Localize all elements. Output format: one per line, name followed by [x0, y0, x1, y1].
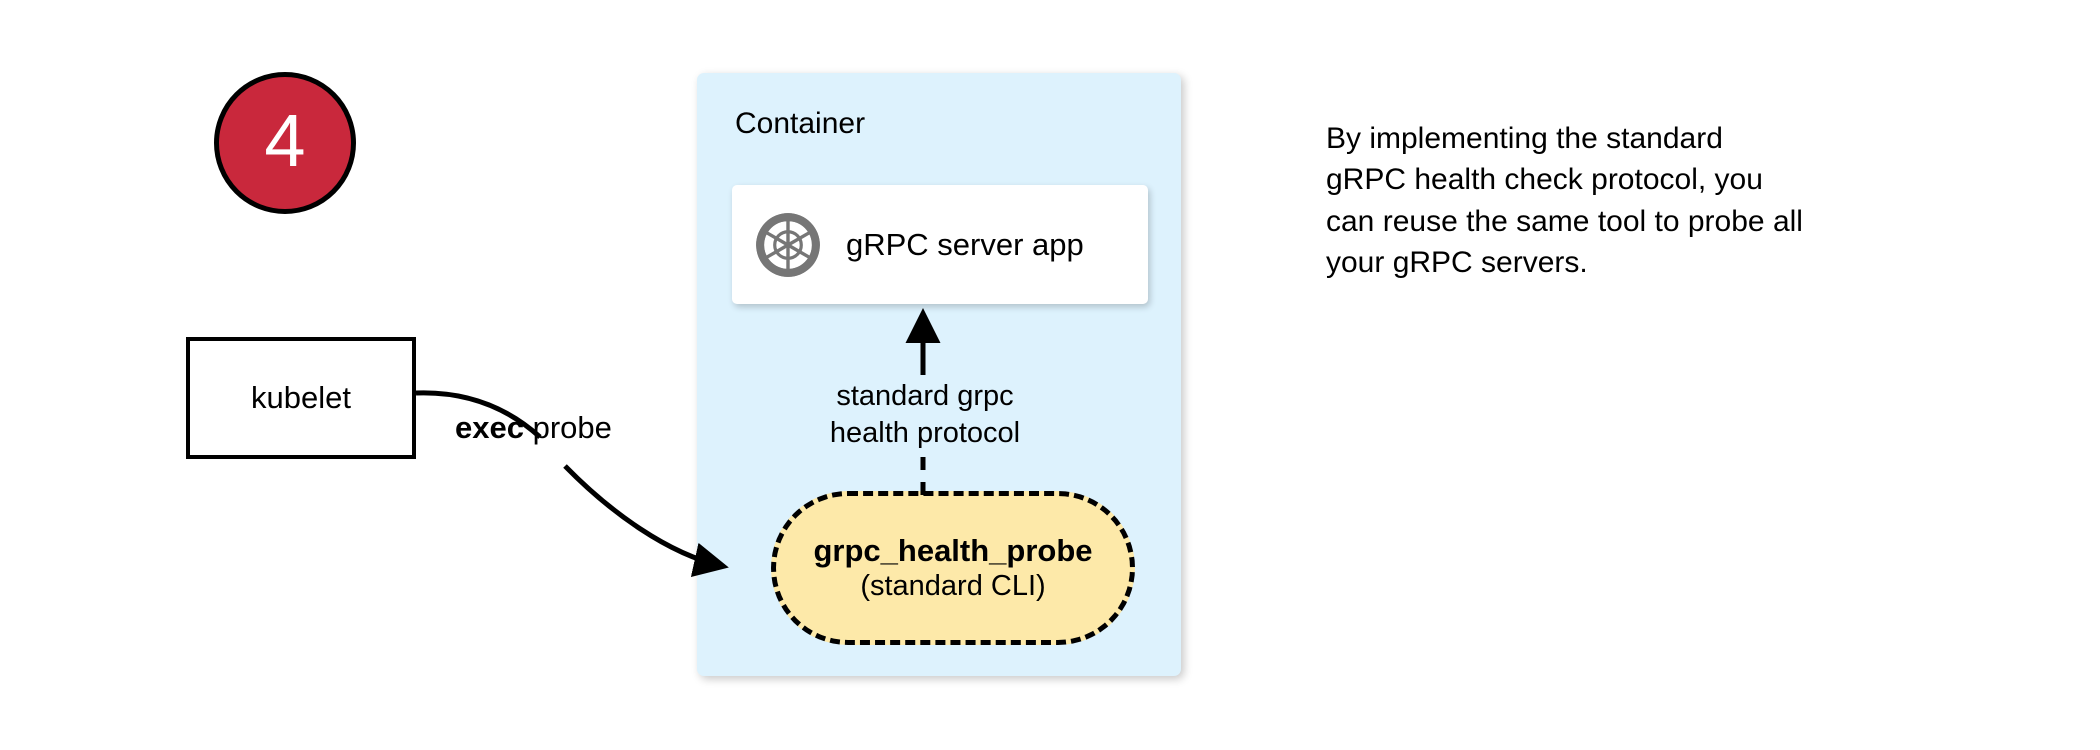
step-badge-number: 4	[264, 99, 306, 182]
protocol-edge-label-line2: health protocol	[770, 415, 1080, 453]
grpc-health-probe-node: grpc_health_probe (standard CLI)	[771, 491, 1135, 645]
grpc-server-app-card: gRPC server app	[732, 185, 1148, 304]
exec-probe-label-rest: probe	[523, 410, 612, 445]
side-note-line3: can reuse the same tool to probe all	[1326, 204, 1803, 238]
protocol-edge-label: standard grpc health protocol	[770, 378, 1080, 453]
protocol-edge-label-line1: standard grpc	[770, 378, 1080, 416]
grpc-health-probe-subtitle: (standard CLI)	[860, 570, 1046, 603]
side-note: By implementing the standard gRPC health…	[1326, 118, 1946, 284]
kubelet-label: kubelet	[251, 379, 351, 415]
kubelet-node: kubelet	[186, 337, 416, 459]
side-note-line2: gRPC health check protocol, you	[1326, 163, 1763, 197]
aperture-icon	[756, 212, 820, 277]
side-note-line1: By implementing the standard	[1326, 122, 1723, 155]
grpc-server-app-label: gRPC server app	[846, 226, 1084, 262]
side-note-line4: your gRPC servers.	[1326, 246, 1588, 280]
container-title: Container	[735, 107, 866, 140]
exec-probe-label-strong: exec	[455, 410, 524, 445]
grpc-health-probe-title: grpc_health_probe	[813, 532, 1093, 568]
step-badge: 4	[214, 72, 356, 214]
exec-probe-edge-label: exec probe	[455, 410, 612, 446]
